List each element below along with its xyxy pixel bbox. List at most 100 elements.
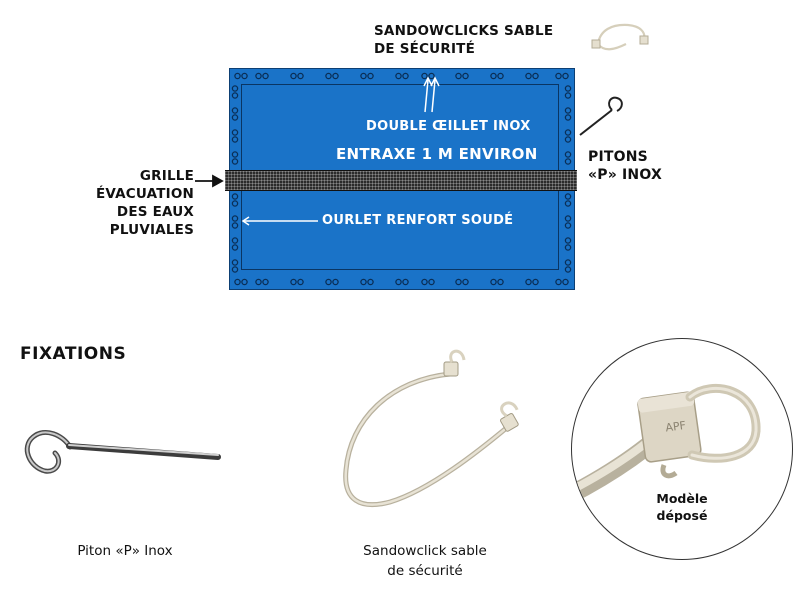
eyelet bbox=[564, 114, 572, 121]
modele-caption-line1: Modèle bbox=[656, 491, 708, 506]
piton-hook-icon bbox=[24, 430, 221, 474]
eyelet bbox=[231, 158, 239, 165]
piton-caption: Piton «P» Inox bbox=[30, 541, 220, 561]
eyelet bbox=[564, 136, 572, 143]
eyelet bbox=[231, 136, 239, 143]
double-oeillet-label: DOUBLE ŒILLET INOX bbox=[366, 119, 531, 134]
piton-caption-line1: Piton «P» Inox bbox=[77, 543, 173, 559]
ourlet-label: OURLET RENFORT SOUDÉ bbox=[322, 213, 514, 228]
eyelet bbox=[231, 107, 239, 114]
eyelet bbox=[262, 278, 269, 286]
eyelet bbox=[297, 278, 304, 286]
eyelet bbox=[532, 72, 539, 80]
eyelet bbox=[231, 151, 239, 158]
eyelet bbox=[325, 278, 332, 286]
eyelet bbox=[234, 278, 241, 286]
eyelet bbox=[231, 85, 239, 92]
sandowclicks-label-line1: SANDOWCLICKS SABLE bbox=[374, 23, 554, 39]
eyelet bbox=[241, 72, 248, 80]
sandowclicks-label: SANDOWCLICKS SABLE DE SÉCURITÉ bbox=[374, 22, 553, 58]
eyelet bbox=[290, 72, 297, 80]
entraxe-label: ENTRAXE 1 M ENVIRON bbox=[336, 145, 538, 163]
eyelet bbox=[532, 278, 539, 286]
eyelet bbox=[231, 215, 239, 222]
eyelet bbox=[564, 215, 572, 222]
eyelet bbox=[564, 158, 572, 165]
eyelet bbox=[231, 244, 239, 251]
eyelet bbox=[564, 85, 572, 92]
eyelet bbox=[564, 237, 572, 244]
clip-brand-label: APF bbox=[665, 419, 687, 435]
eyelet bbox=[525, 278, 532, 286]
grille-label: GRILLE ÉVACUATION DES EAUX PLUVIALES bbox=[78, 167, 194, 239]
eyelet bbox=[395, 278, 402, 286]
eyelet bbox=[428, 278, 435, 286]
eyelet bbox=[497, 278, 504, 286]
eyelet bbox=[241, 278, 248, 286]
eyelet bbox=[290, 278, 297, 286]
eyelet bbox=[564, 151, 572, 158]
eyelet bbox=[231, 129, 239, 136]
eyelet bbox=[395, 72, 402, 80]
eyelet bbox=[360, 278, 367, 286]
eyelet bbox=[564, 259, 572, 266]
grille-label-line2: ÉVACUATION bbox=[95, 186, 194, 202]
eyelet bbox=[231, 259, 239, 266]
eyelet bbox=[234, 72, 241, 80]
eyelet bbox=[332, 278, 339, 286]
double-oeillet-arrow bbox=[423, 76, 440, 113]
eyelet bbox=[231, 200, 239, 207]
eyelet bbox=[231, 193, 239, 200]
modele-caption-line2: déposé bbox=[656, 508, 708, 523]
eyelet bbox=[231, 266, 239, 273]
eyelet bbox=[564, 266, 572, 273]
pitons-label-line1: PITONS bbox=[588, 149, 648, 165]
sandow-small-icon bbox=[591, 23, 649, 51]
eyelet bbox=[325, 72, 332, 80]
pitons-label: PITONS «P» INOX bbox=[588, 148, 662, 184]
sandow-caption: Sandowclick sable de sécurité bbox=[330, 541, 520, 581]
eyelet bbox=[555, 72, 562, 80]
eyelet bbox=[462, 72, 469, 80]
eyelet bbox=[455, 278, 462, 286]
eyelet bbox=[402, 278, 409, 286]
eyelet bbox=[562, 278, 569, 286]
eyelet bbox=[367, 278, 374, 286]
eyelet bbox=[564, 193, 572, 200]
eyelet bbox=[360, 72, 367, 80]
eyelet bbox=[564, 200, 572, 207]
eyelet bbox=[428, 72, 435, 80]
eyelet bbox=[564, 92, 572, 99]
eyelet bbox=[402, 72, 409, 80]
pitons-label-line2: «P» INOX bbox=[588, 167, 662, 183]
eyelet bbox=[564, 129, 572, 136]
clip-detail-icon: APF bbox=[572, 384, 761, 504]
sandow-cord-icon bbox=[343, 349, 519, 508]
eyelet bbox=[231, 237, 239, 244]
eyelet bbox=[421, 278, 428, 286]
eyelet bbox=[421, 72, 428, 80]
sandowclicks-label-line2: DE SÉCURITÉ bbox=[374, 41, 475, 57]
eyelet bbox=[231, 222, 239, 229]
eyelet bbox=[564, 222, 572, 229]
modele-depose-caption: Modèle déposé bbox=[632, 490, 732, 524]
eyelet bbox=[555, 278, 562, 286]
sandow-caption-line2: de sécurité bbox=[387, 563, 463, 579]
eyelet bbox=[332, 72, 339, 80]
drainage-grille bbox=[225, 170, 577, 191]
eyelet bbox=[297, 72, 304, 80]
grille-label-line1: GRILLE bbox=[139, 168, 194, 184]
eyelet bbox=[564, 244, 572, 251]
eyelet bbox=[525, 72, 532, 80]
detail-circle: APF bbox=[571, 338, 793, 560]
sandow-caption-line1: Sandowclick sable bbox=[363, 543, 487, 559]
eyelet bbox=[231, 92, 239, 99]
eyelet bbox=[497, 72, 504, 80]
eyelet bbox=[231, 114, 239, 121]
eyelet bbox=[367, 72, 374, 80]
grille-label-line4: PLUVIALES bbox=[109, 222, 194, 238]
eyelet bbox=[564, 107, 572, 114]
grille-arrow bbox=[195, 174, 224, 188]
